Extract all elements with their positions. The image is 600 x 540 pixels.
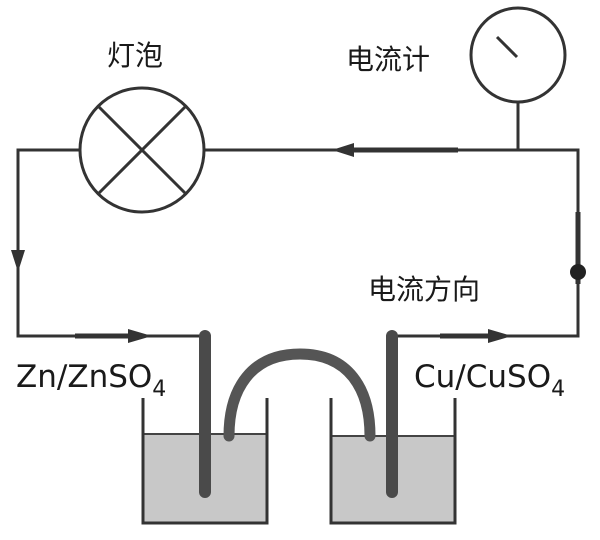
bulb-label: 灯泡	[107, 39, 164, 72]
ammeter-icon	[469, 6, 567, 104]
left-electrode-label: Zn/ZnSO4	[16, 362, 166, 401]
ammeter-label: 电流计	[346, 43, 431, 76]
right-electrode-label: Cu/CuSO4	[414, 362, 565, 401]
right-electrode-text: Cu/CuSO	[414, 359, 552, 395]
salt-bridge	[223, 348, 376, 442]
current-arrow-left-bottom	[128, 329, 152, 343]
current-arrow-right-bottom	[488, 329, 512, 343]
junction-dot	[570, 264, 586, 280]
wire-highlights	[75, 147, 581, 339]
right-electrode-subscript: 4	[551, 377, 566, 402]
wire-right-loop	[204, 148, 580, 338]
current-direction-label: 电流方向	[368, 273, 481, 306]
bulb-icon	[78, 86, 206, 214]
left-electrode-subscript: 4	[152, 377, 167, 402]
current-arrow-top	[332, 143, 354, 157]
current-arrow-left	[11, 250, 25, 272]
left-electrode-text: Zn/ZnSO	[16, 359, 153, 395]
